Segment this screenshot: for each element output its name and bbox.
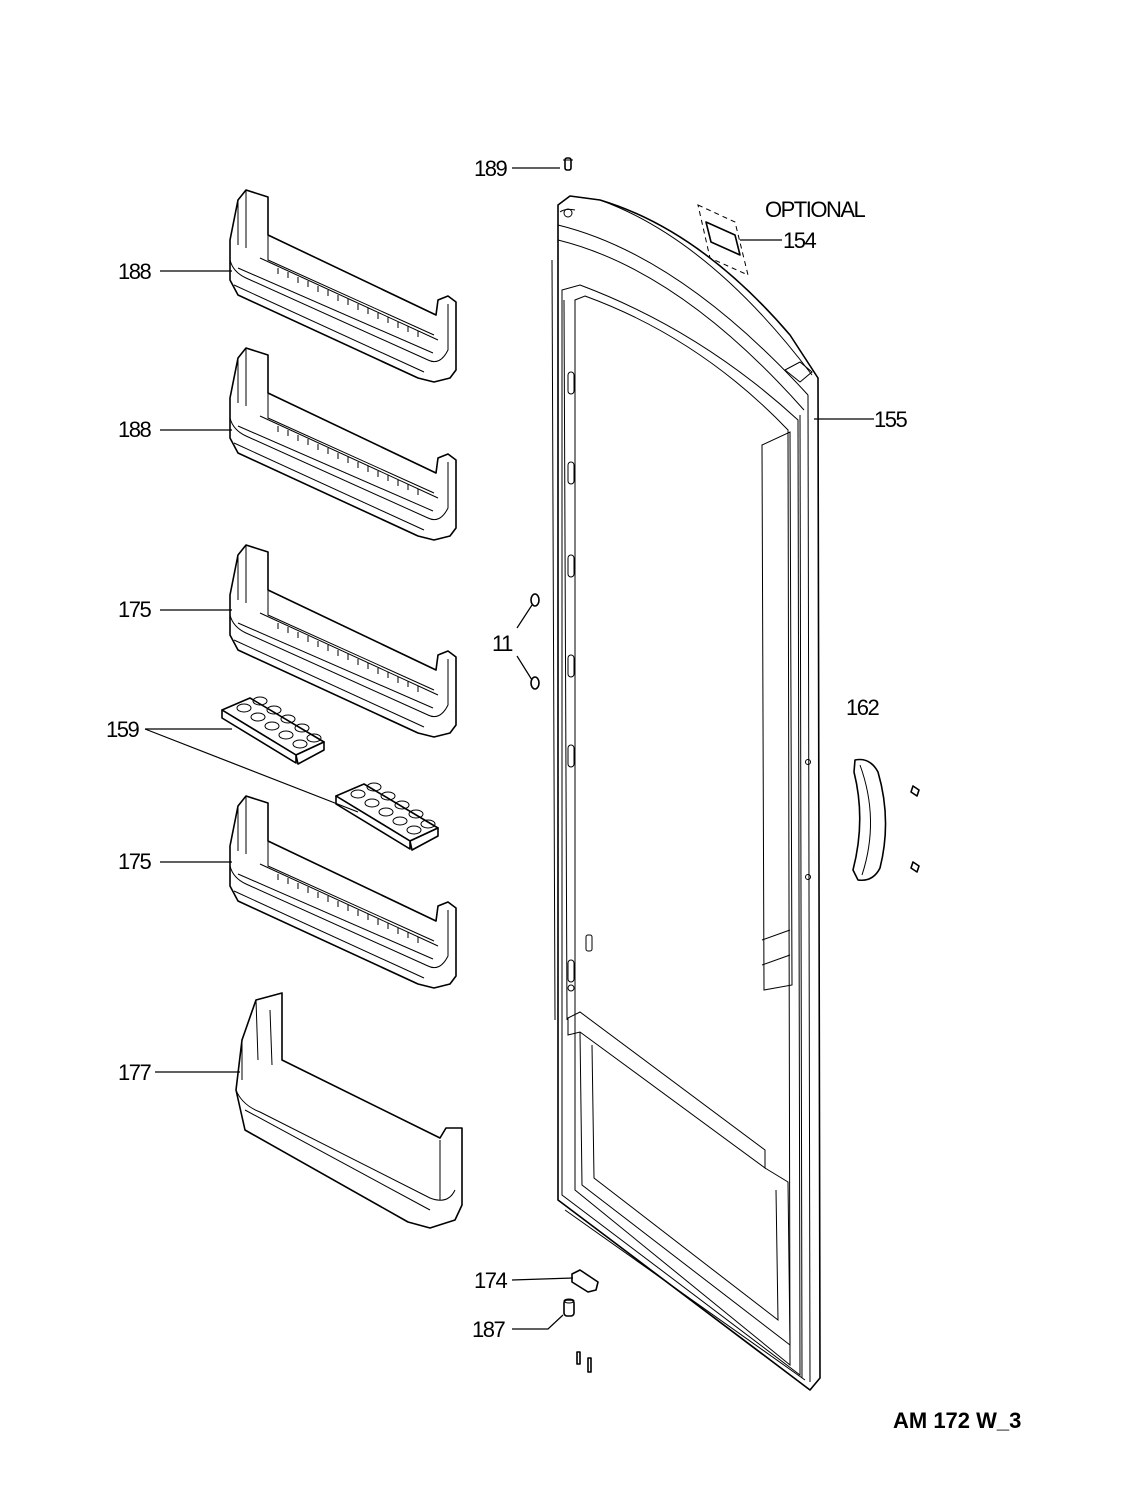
hinge-pin-187 [563, 1298, 575, 1317]
label-175-top: 175 [118, 597, 151, 622]
label-175-bottom: 175 [118, 849, 151, 874]
label-188-second: 188 [118, 417, 151, 442]
label-159: 159 [106, 717, 139, 742]
hinge-174 [571, 1269, 599, 1293]
door-handle-162 [852, 758, 920, 882]
label-154: 154 [783, 228, 816, 253]
label-189: 189 [474, 156, 507, 181]
label-162: 162 [846, 695, 879, 720]
part-labels: 189 OPTIONAL 154 188 188 155 175 11 162 … [106, 156, 1021, 1433]
label-optional: OPTIONAL [765, 197, 866, 222]
label-177: 177 [118, 1060, 151, 1085]
label-174: 174 [474, 1268, 507, 1293]
label-188-top: 188 [118, 259, 151, 284]
egg-tray-159-lower [335, 782, 439, 851]
screw-189 [563, 157, 573, 171]
door-panel [551, 195, 821, 1391]
fastener-11 [530, 593, 540, 690]
label-155: 155 [874, 407, 907, 432]
door-bin-177 [235, 992, 463, 1229]
leader-lines [144, 167, 874, 1330]
optional-part-154 [697, 204, 749, 276]
label-187: 187 [472, 1317, 505, 1342]
bottom-screws [576, 1351, 592, 1373]
drawing-code: AM 172 W_3 [893, 1408, 1021, 1433]
egg-tray-159-upper [221, 696, 325, 765]
label-11: 11 [492, 631, 513, 656]
